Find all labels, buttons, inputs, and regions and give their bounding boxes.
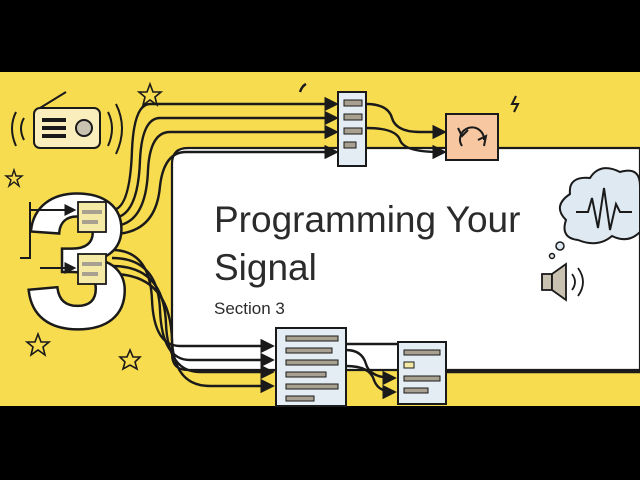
slide-title-line1: Programming Your [214, 199, 520, 240]
code-block-source [77, 201, 107, 285]
speaker-icon [541, 262, 584, 302]
lightning-icon [510, 95, 520, 113]
slide-title-line2: Signal [214, 247, 317, 288]
code-block-bottom-right [397, 341, 447, 405]
star-icon [136, 81, 164, 107]
star-icon [118, 347, 142, 371]
code-block-bottom-left [275, 327, 347, 407]
signal-lines-bottom [111, 248, 640, 400]
radio-icon [33, 91, 101, 149]
code-block-top [337, 91, 367, 167]
slide-subtitle: Section 3 [214, 299, 285, 318]
star-icon [24, 331, 52, 357]
sound-waves-icon [11, 103, 123, 155]
thought-cloud-waveform-icon [548, 167, 640, 260]
refresh-cycle-icon [445, 113, 499, 161]
input-arrows [20, 202, 77, 274]
star-icon [4, 167, 24, 189]
signal-lines-top [111, 82, 447, 236]
